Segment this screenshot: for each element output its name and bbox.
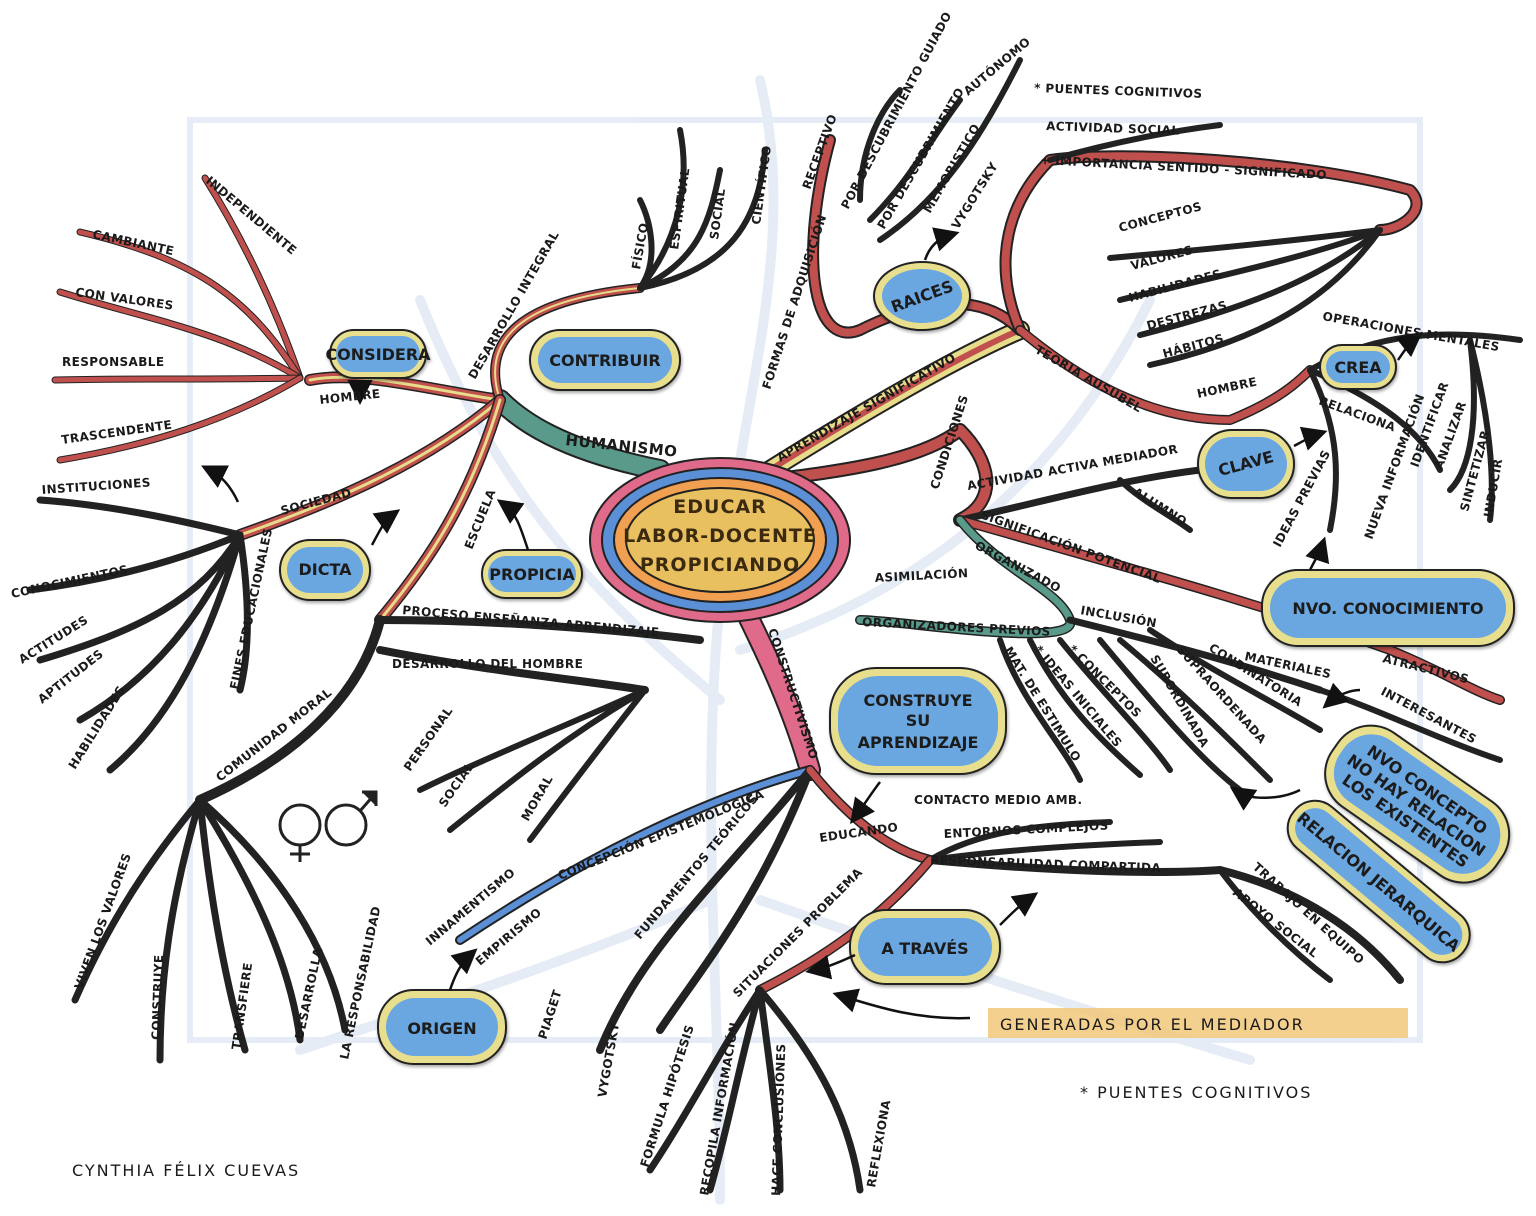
label-organizadores: ORGANIZADORES PREVIOS bbox=[862, 615, 1051, 639]
branch-comunidad-fan bbox=[71, 796, 349, 1064]
female-symbol-icon bbox=[278, 803, 322, 862]
cloud-raices: RAICES bbox=[873, 261, 971, 331]
cloud-construye-line-3: APRENDIZAJE bbox=[858, 733, 979, 752]
arrow-crea bbox=[1395, 331, 1423, 361]
label-contacto: CONTACTO MEDIO AMB. bbox=[914, 793, 1082, 807]
label-hombre: HOMBRE bbox=[319, 387, 381, 407]
label-asimilacion: ASIMILACIÓN bbox=[874, 565, 968, 585]
label-empirismo: EMPIRISMO bbox=[473, 905, 544, 968]
label-social-bottom: SOCIAL bbox=[436, 760, 477, 810]
label-vygotsky-bottom: VYGOTSKY bbox=[595, 1021, 622, 1098]
label-trascendente: TRASCENDENTE bbox=[60, 418, 173, 447]
arrow-instituciones bbox=[201, 465, 240, 503]
label-reflexiona: REFLEXIONA bbox=[864, 1098, 893, 1188]
cloud-propicia-label: PROPICIA bbox=[489, 565, 575, 584]
footer-notes: GENERADAS POR EL MEDIADOR * PUENTES COGN… bbox=[72, 1008, 1408, 1180]
cloud-crea-label: CREA bbox=[1334, 358, 1382, 377]
arrow-raices bbox=[923, 227, 960, 261]
label-construye: CONSTRUYE bbox=[149, 954, 166, 1040]
label-actividad-social: ACTIVIDAD SOCIAL bbox=[1046, 119, 1180, 138]
cloud-nvo-conocimiento-label: NVO. CONOCIMIENTO bbox=[1292, 599, 1483, 618]
cloud-nvo-conocimiento: NVO. CONOCIMIENTO bbox=[1261, 569, 1515, 647]
label-independiente: INDEPENDIENTE bbox=[203, 174, 299, 258]
label-social-top: SOCIAL bbox=[707, 188, 728, 241]
arrow-a-traves-right bbox=[999, 892, 1039, 926]
arrow-relacion bbox=[1229, 786, 1301, 811]
label-apoyo: APOYO SOCIAL bbox=[1230, 885, 1321, 960]
branches bbox=[26, 57, 1523, 1194]
label-espiritual: ESPIRITUAL bbox=[667, 167, 692, 250]
label-cambiante: CAMBIANTE bbox=[91, 227, 175, 258]
label-entornos: ENTORNOS COMPLEJOS bbox=[943, 818, 1109, 841]
label-conocimientos: CONOCIMIENTOS bbox=[10, 562, 130, 601]
cloud-clave: CLAVE bbox=[1197, 429, 1295, 499]
label-responsable: RESPONSABLE bbox=[62, 355, 164, 369]
label-autonomo: AUTÓNOMO bbox=[960, 34, 1033, 99]
cloud-contribuir: CONTRIBUIR bbox=[529, 329, 681, 391]
label-habilidades-top: HABILIDADES bbox=[1127, 267, 1223, 305]
cloud-considera: CONSIDERA bbox=[325, 329, 431, 379]
clouds: CONSIDERA CONTRIBUIR DICTA PROPICIA RAIC… bbox=[279, 261, 1515, 1065]
branch-humanismo bbox=[304, 371, 671, 481]
arrow-a-traves-left bbox=[805, 953, 856, 980]
cloud-contribuir-label: CONTRIBUIR bbox=[549, 351, 660, 370]
label-instituciones: INSTITUCIONES bbox=[41, 475, 151, 497]
label-atractivos: ATRACTIVOS bbox=[1381, 651, 1470, 686]
label-concepcion: CONCEPCIÓN EPISTEMOLÓGICA bbox=[556, 786, 767, 883]
label-inducir: INDUCIR bbox=[1481, 457, 1505, 518]
labels-top: APRENDIZAJE SIGNIFICATIVO FORMAS DE ADQU… bbox=[759, 9, 1328, 464]
arrow-origen bbox=[448, 948, 478, 991]
label-comunidad-moral: COMUNIDAD MORAL bbox=[213, 685, 334, 784]
label-viven: VIVEN LOS VALORES bbox=[72, 851, 134, 991]
cloud-construye-line-2: SU bbox=[906, 711, 931, 730]
cloud-dicta-label: DICTA bbox=[298, 560, 352, 579]
arrows bbox=[201, 227, 1423, 1020]
cloud-a-traves-label: A TRAVÉS bbox=[881, 939, 968, 958]
branch-sociedad bbox=[26, 394, 506, 774]
label-personal: PERSONAL bbox=[401, 704, 456, 774]
arrow-clave bbox=[1293, 426, 1328, 451]
cloud-a-traves: A TRAVÉS bbox=[849, 909, 1001, 985]
cloud-origen-label: ORIGEN bbox=[407, 1019, 476, 1038]
label-actividad-activa: ACTIVIDAD ACTIVA MEDIADOR bbox=[966, 442, 1179, 493]
label-author: CYNTHIA FÉLIX CUEVAS bbox=[72, 1161, 300, 1180]
cloud-crea: CREA bbox=[1319, 344, 1397, 390]
center-line-1: EDUCAR bbox=[673, 496, 766, 518]
center-node: EDUCAR LABOR-DOCENTE PROPICIANDO bbox=[589, 457, 851, 623]
arrow-propicia bbox=[496, 499, 530, 551]
arrow-materiales bbox=[1322, 682, 1361, 709]
cloud-construye: CONSTRUYE SU APRENDIZAJE bbox=[829, 667, 1007, 775]
branch-hombre-fan bbox=[51, 174, 304, 464]
arrow-dicta bbox=[370, 509, 401, 546]
label-puentes-footer: * PUENTES COGNITIVOS bbox=[1080, 1083, 1312, 1102]
label-desarrollo-hombre: DESARROLLO DEL HOMBRE bbox=[392, 657, 583, 671]
cloud-construye-line-1: CONSTRUYE bbox=[864, 691, 973, 710]
branch-aprendizaje-significativo bbox=[760, 57, 1423, 480]
center-line-2: LABOR-DOCENTE bbox=[623, 525, 817, 547]
cloud-considera-label: CONSIDERA bbox=[325, 345, 431, 364]
label-desarrolla: DESARROLLA bbox=[292, 946, 325, 1041]
label-hace: HACE CONCLUSIONES bbox=[769, 1043, 788, 1196]
arrow-construye bbox=[850, 781, 881, 825]
arrow-generadas bbox=[832, 988, 971, 1020]
label-sociedad: SOCIEDAD bbox=[279, 486, 353, 518]
generadas-highlight bbox=[988, 1008, 1408, 1038]
arrow-nvo-conocimiento bbox=[1305, 536, 1330, 571]
branch-desarrollo-integral bbox=[490, 127, 768, 405]
cloud-propicia: PROPICIA bbox=[481, 549, 583, 599]
label-piaget: PIAGET bbox=[536, 988, 565, 1041]
label-conceptos: CONCEPTOS bbox=[1117, 199, 1203, 235]
branch-escuela bbox=[195, 394, 704, 843]
male-symbol-icon bbox=[324, 790, 378, 847]
label-significacion: SIGNIFICACIÓN POTENCIAL bbox=[979, 507, 1163, 586]
label-generadas: GENERADAS POR EL MEDIADOR bbox=[1000, 1015, 1305, 1034]
label-puentes-top: * PUENTES COGNITIVOS bbox=[1034, 81, 1203, 101]
label-hombre-right: HOMBRE bbox=[1196, 375, 1259, 401]
center-line-3: PROPICIANDO bbox=[640, 554, 800, 576]
label-alumno: ALUMNO bbox=[1130, 485, 1189, 529]
cloud-origen: ORIGEN bbox=[377, 989, 507, 1065]
label-valores: VALORES bbox=[1129, 243, 1195, 273]
cloud-dicta: DICTA bbox=[279, 539, 371, 601]
